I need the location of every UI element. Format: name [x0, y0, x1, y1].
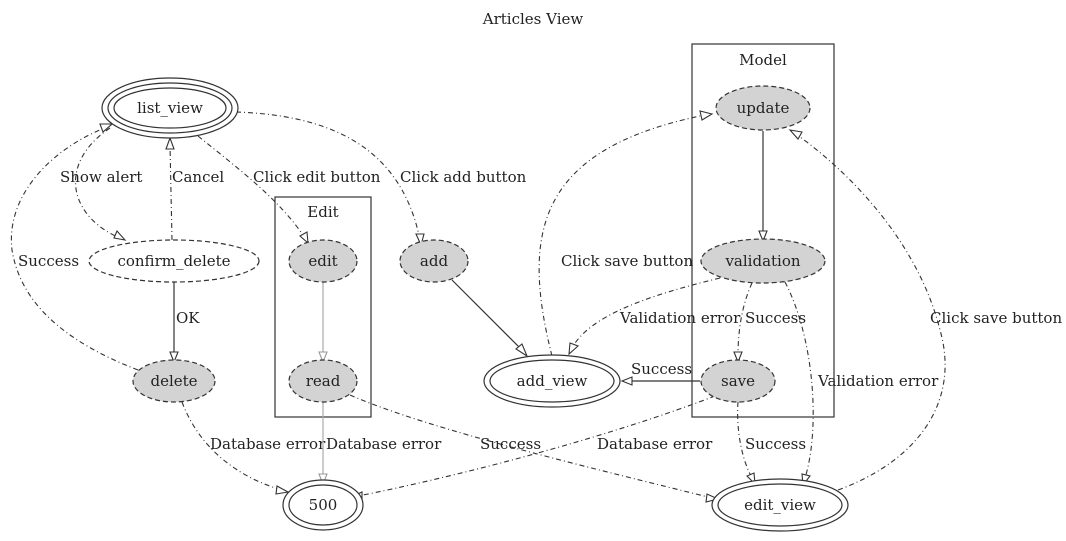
edge-db-error-read: Database error: [318, 402, 442, 486]
edge-label-success-validation: Success: [745, 309, 806, 327]
cluster-model: Model: [691, 43, 835, 418]
diagram-title: Articles View: [482, 10, 584, 28]
node-label-edit-view: edit_view: [744, 496, 816, 514]
edge-label-db-error-read: Database error: [326, 435, 442, 453]
edge-success-delete: Success: [10, 123, 139, 371]
edge-label-success-read: Success: [480, 435, 541, 453]
edge-label-show-alert: Show alert: [60, 168, 142, 186]
node-update[interactable]: update: [715, 85, 811, 131]
node-label-500: 500: [309, 496, 338, 514]
edge-label-db-error-delete: Database error: [210, 435, 326, 453]
node-label-save: save: [721, 372, 755, 390]
cluster-model-label: Model: [739, 51, 787, 69]
node-500[interactable]: 500: [282, 479, 364, 531]
node-edit-view[interactable]: edit_view: [711, 478, 849, 532]
node-validation[interactable]: validation: [700, 238, 826, 284]
node-save[interactable]: save: [700, 359, 776, 403]
edge-validation-error-edit: Validation error: [784, 281, 939, 487]
edge-success-save-add: Success: [620, 360, 700, 386]
edge-show-alert: Show alert: [60, 127, 142, 241]
node-label-validation: validation: [724, 252, 800, 270]
edge-click-save-edit: Click save button: [788, 129, 1062, 491]
node-label-delete: delete: [150, 372, 197, 390]
edge-edit-read: [318, 282, 328, 364]
edge-success-save-edit: Success: [737, 401, 806, 486]
edge-label-db-error-save: Database error: [597, 435, 713, 453]
node-list-view[interactable]: list_view: [101, 77, 239, 139]
edge-db-error-delete: Database error: [181, 401, 326, 495]
edge-click-edit: Click edit button: [197, 135, 381, 245]
node-label-update: update: [737, 99, 790, 117]
cluster-edit-label: Edit: [307, 203, 338, 221]
edge-label-validation-error-edit: Validation error: [817, 372, 939, 390]
edge-ok: OK: [169, 282, 200, 364]
edge-label-ok: OK: [176, 309, 200, 327]
edge-label-click-save-edit: Click save button: [930, 309, 1062, 327]
edge-label-click-edit: Click edit button: [253, 168, 381, 186]
node-add-view[interactable]: add_view: [483, 354, 621, 408]
edge-click-add: Click add button: [235, 111, 527, 247]
node-label-add-view: add_view: [517, 372, 588, 390]
node-read[interactable]: read: [288, 359, 358, 403]
node-label-add: add: [420, 252, 449, 270]
edge-label-validation-error-add: Validation error: [619, 309, 741, 327]
edge-update-validation: [758, 131, 768, 243]
node-label-list-view: list_view: [137, 99, 203, 117]
node-label-confirm-delete: confirm_delete: [117, 252, 230, 270]
edge-validation-error-add: Validation error: [568, 277, 741, 356]
node-label-edit: edit: [308, 252, 337, 270]
node-confirm-delete[interactable]: confirm_delete: [88, 239, 260, 283]
edge-success-validation: Success: [733, 282, 806, 364]
edge-label-click-save-add: Click save button: [561, 252, 693, 270]
edge-cancel: Cancel: [165, 136, 224, 241]
edge-label-click-add: Click add button: [400, 168, 527, 186]
edge-label-success-save-add: Success: [631, 360, 692, 378]
edge-add-addview: [451, 279, 529, 358]
edge-click-save-add: Click save button: [538, 110, 714, 357]
node-edit[interactable]: edit: [288, 239, 358, 283]
node-label-read: read: [306, 372, 341, 390]
edge-label-success-save-edit: Success: [745, 435, 806, 453]
edge-label-success-delete: Success: [18, 252, 79, 270]
node-delete[interactable]: delete: [132, 359, 216, 403]
edge-success-read: Success: [349, 394, 720, 503]
edge-label-cancel: Cancel: [172, 168, 224, 186]
node-add[interactable]: add: [399, 239, 469, 283]
